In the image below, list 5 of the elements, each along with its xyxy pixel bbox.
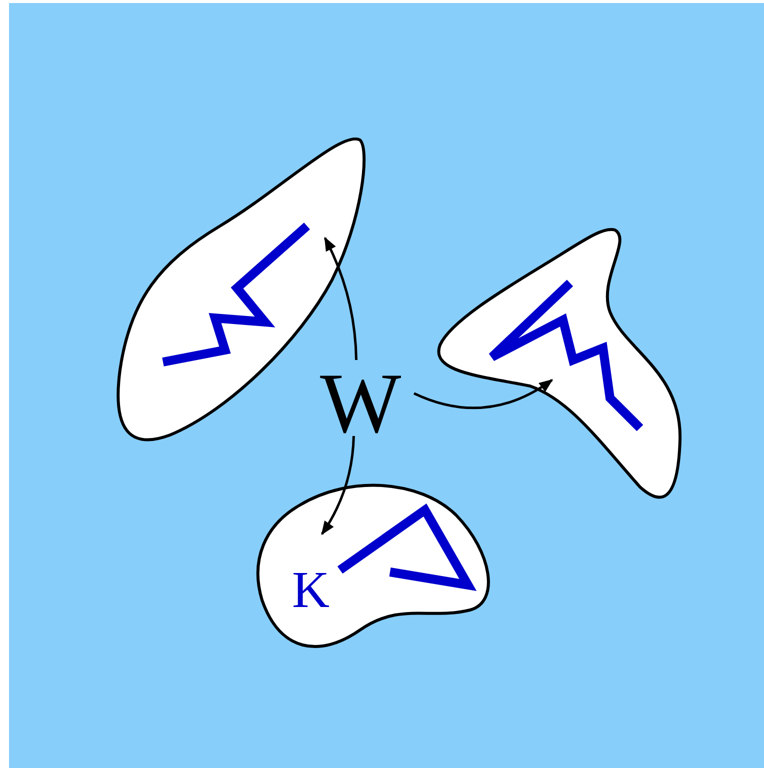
arrow [320, 436, 355, 536]
arrow [414, 378, 554, 410]
variable-label: K [292, 565, 330, 617]
variable-label: W [320, 360, 402, 446]
arrow [324, 236, 358, 360]
